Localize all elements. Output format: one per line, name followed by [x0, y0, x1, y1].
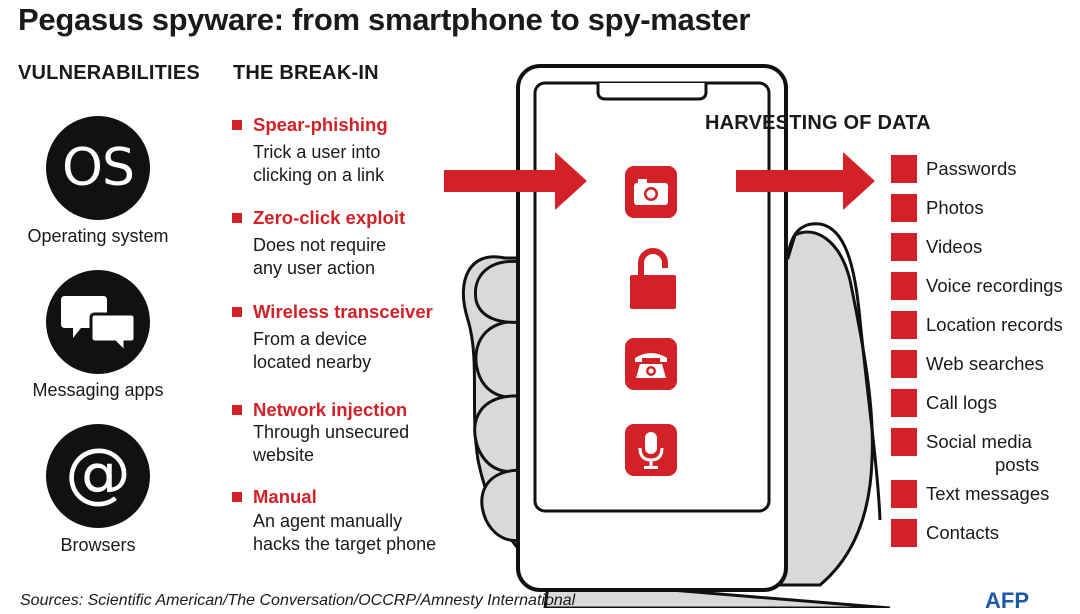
heading-harvesting: HARVESTING OF DATA — [705, 112, 931, 134]
vuln-label-browsers: Browsers — [60, 535, 136, 555]
red-square-marker — [891, 389, 917, 417]
afp-logo: AFP — [985, 588, 1029, 613]
finger-top — [473, 259, 523, 324]
phone-notch — [596, 83, 708, 101]
red-square-marker — [891, 480, 917, 508]
break-in-desc-line: From a device — [253, 329, 368, 349]
sources-credit: Sources: Scientific American/The Convers… — [20, 592, 576, 609]
heading-vulnerabilities: VULNERABILITIES — [18, 62, 200, 84]
harvest-item-label: Text messages — [926, 483, 1050, 504]
harvest-item-label: Videos — [926, 236, 983, 257]
break-in-desc-line: website — [253, 445, 315, 465]
break-in-desc-line: Through unsecured — [253, 422, 410, 442]
red-square-marker — [891, 233, 917, 261]
break-in-item: Manual An agent manually hacks the targe… — [232, 486, 462, 556]
vuln-label-messaging-apps: Messaging apps — [32, 380, 164, 400]
at-sign-icon: @ — [46, 424, 150, 528]
finger-3 — [480, 468, 523, 543]
speech-bubbles-icon — [46, 270, 150, 374]
break-in-desc-line: Does not require — [253, 235, 387, 255]
break-in-title: Manual — [253, 486, 317, 507]
break-in-title: Network injection — [253, 399, 408, 420]
red-square-marker — [891, 194, 917, 222]
break-in-item: Wireless transceiver From a device locat… — [232, 301, 462, 374]
break-in-item: Zero-click exploit Does not require any … — [232, 207, 462, 280]
red-square-marker — [891, 155, 917, 183]
break-in-title: Wireless transceiver — [253, 301, 433, 322]
break-in-desc-line: Trick a user into — [253, 142, 381, 162]
bullet-square — [232, 307, 242, 317]
camera-icon — [625, 166, 677, 218]
break-in-desc-line: located nearby — [253, 352, 372, 372]
break-in-desc-line: any user action — [253, 258, 376, 278]
red-square-marker — [891, 272, 917, 300]
harvest-item-label: Photos — [926, 197, 984, 218]
break-in-title: Spear-phishing — [253, 114, 388, 135]
harvest-item-label: Contacts — [926, 522, 1000, 543]
harvest-item-label: Social media — [926, 431, 1032, 452]
break-in-item: Network injection Through unsecured webs… — [232, 399, 462, 467]
page-title: Pegasus spyware: from smartphone to spy-… — [18, 2, 751, 37]
hand-thumb — [786, 222, 882, 521]
break-in-title: Zero-click exploit — [253, 207, 406, 228]
red-square-marker — [891, 519, 917, 547]
harvest-item-label: Location records — [926, 314, 1063, 335]
heading-break-in: THE BREAK-IN — [233, 62, 379, 84]
os-icon-text: OS — [62, 138, 135, 198]
microphone-icon — [625, 424, 677, 476]
bullet-square — [232, 492, 242, 502]
harvest-item-label: Call logs — [926, 392, 997, 413]
arrow-in — [444, 152, 587, 210]
unlocked-padlock-icon — [628, 246, 678, 315]
os-icon: OS — [46, 116, 150, 220]
arrow-out — [736, 152, 875, 210]
bullet-square — [232, 120, 242, 130]
break-in-desc-line: hacks the target phone — [253, 534, 437, 554]
at-sign-icon-text: @ — [65, 434, 131, 511]
telephone-icon — [625, 338, 677, 390]
break-in-desc-line: clicking on a link — [253, 165, 385, 185]
harvest-item-label: Web searches — [926, 353, 1044, 374]
red-square-marker — [891, 428, 917, 456]
harvest-item-label: Voice recordings — [926, 275, 1063, 296]
vuln-label-operating-system: Operating system — [27, 226, 169, 246]
bullet-square — [232, 213, 242, 223]
red-square-marker — [891, 350, 917, 378]
bullet-square — [232, 405, 242, 415]
red-square-marker — [891, 311, 917, 339]
harvest-item-label: Passwords — [926, 158, 1017, 179]
break-in-desc-line: An agent manually — [253, 511, 403, 531]
harvest-item-label-wrap: posts — [995, 454, 1040, 475]
break-in-item: Spear-phishing Trick a user into clickin… — [232, 114, 462, 187]
